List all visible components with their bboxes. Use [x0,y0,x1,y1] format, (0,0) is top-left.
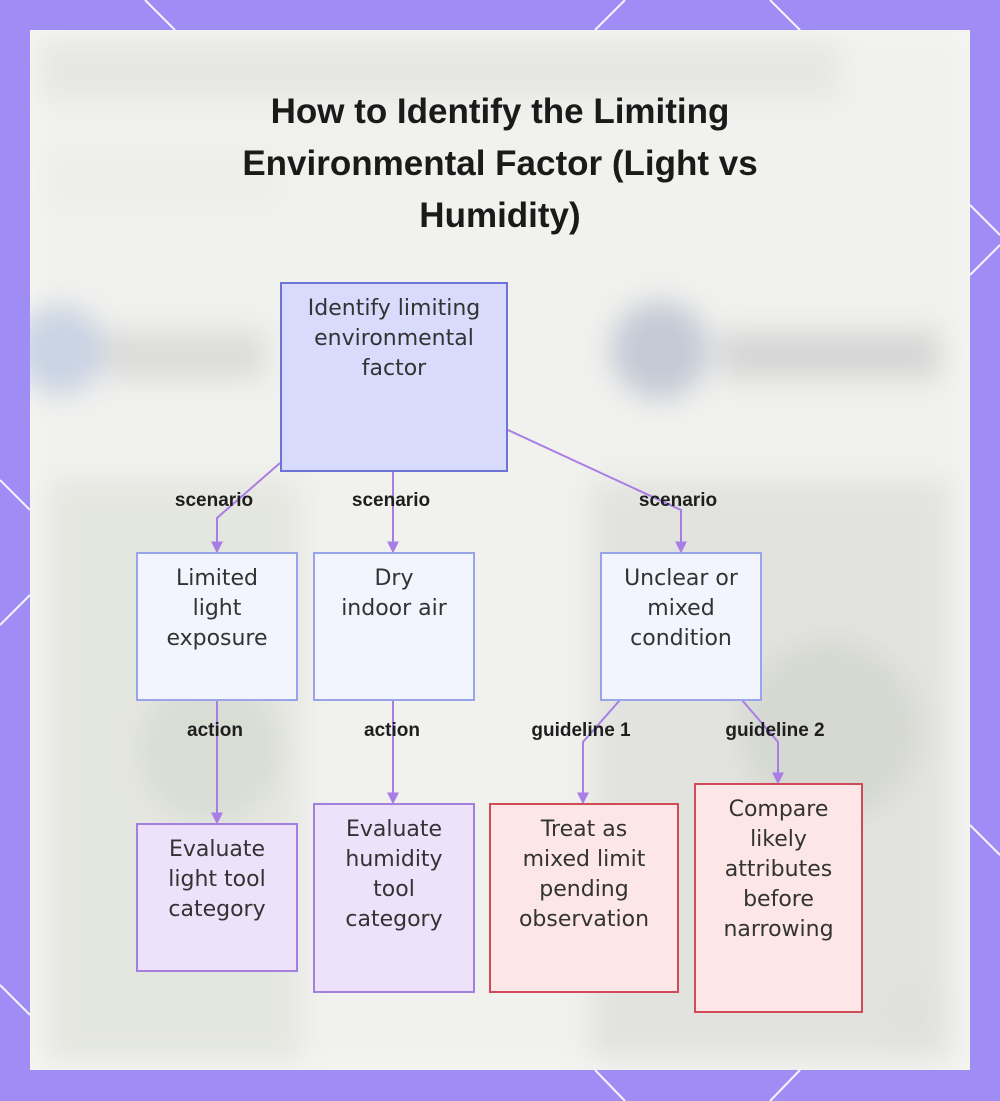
node-compare-attributes-text: Compare likely attributes before narrowi… [723,797,834,942]
diagram-title: How to Identify the Limiting Environment… [242,92,758,235]
node-dry-indoor-air: Dry indoor air [313,552,475,701]
node-identify-limiting-factor: Identify limiting environmental factor [280,282,508,472]
edge-label-guideline-2: guideline 2 [725,720,825,741]
edge-root-to-limited-light [211,462,281,554]
node-limited-light: Limited light exposure [136,552,298,701]
node-compare-attributes: Compare likely attributes before narrowi… [694,783,863,1013]
node-treat-mixed-limit: Treat as mixed limit pending observation [489,803,679,993]
edge-label-action-light: action [187,720,243,741]
node-unclear-mixed-text: Unclear or mixed condition [624,566,738,651]
node-evaluate-light: Evaluate light tool category [136,823,298,972]
node-evaluate-humidity: Evaluate humidity tool category [313,803,475,993]
node-unclear-mixed: Unclear or mixed condition [600,552,762,701]
connector-layer [211,429,784,825]
edge-label-scenario-light: scenario [174,490,254,511]
edge-label-guideline-1: guideline 1 [531,720,631,741]
node-treat-mixed-limit-text: Treat as mixed limit pending observation [518,817,650,932]
edge-unclear-to-compare [741,699,784,785]
node-dry-indoor-air-text: Dry indoor air [341,566,447,621]
node-limited-light-text: Limited light exposure [166,566,268,651]
node-evaluate-light-text: Evaluate light tool category [168,837,266,922]
edge-label-action-dry: action [364,720,420,741]
edge-label-scenario-dry: scenario [351,490,431,511]
diagram-card: How to Identify the Limiting Environment… [30,30,970,1070]
node-evaluate-humidity-text: Evaluate humidity tool category [345,817,443,932]
edge-label-scenario-unclear: scenario [638,490,718,511]
edge-root-to-unclear [507,429,687,554]
edge-unclear-to-treat [577,699,621,805]
node-identify-limiting-factor-text: Identify limiting environmental factor [307,296,481,381]
